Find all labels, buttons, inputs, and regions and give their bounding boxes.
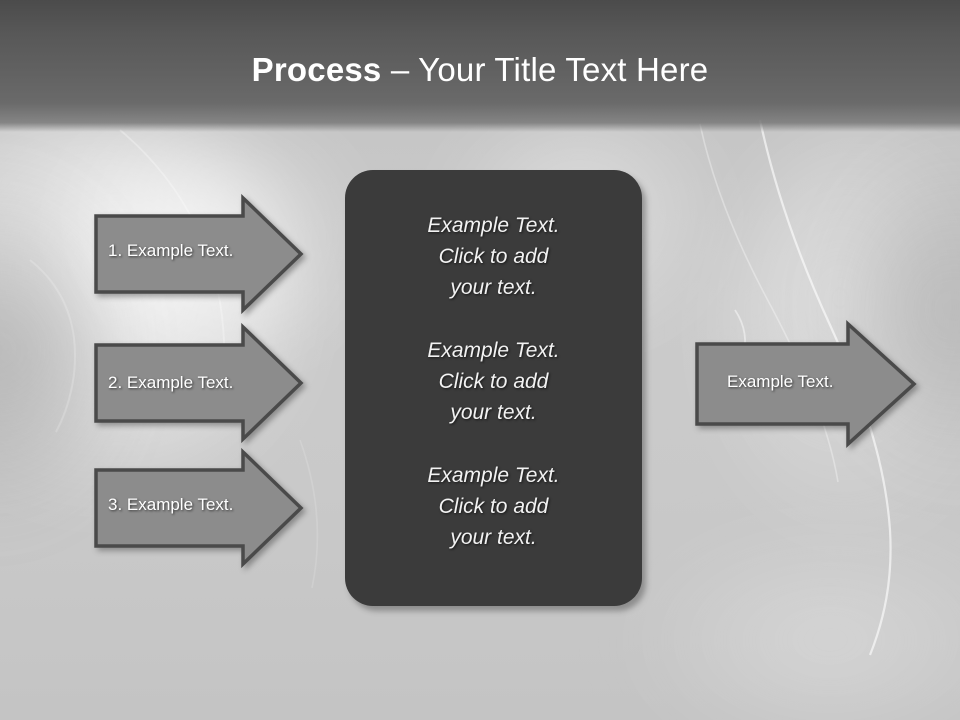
panel-block-3-line-1: Example Text. xyxy=(427,464,560,487)
panel-block-3-line-2: Click to add xyxy=(438,495,549,518)
input-arrow-1[interactable]: 1. Example Text. xyxy=(94,193,304,315)
page-title-regular: – Your Title Text Here xyxy=(381,51,709,88)
panel-block-2-line-2: Click to add xyxy=(438,370,549,393)
input-arrow-3[interactable]: 3. Example Text. xyxy=(94,447,304,569)
panel-block-1-line-2: Click to add xyxy=(438,245,549,268)
center-content-panel[interactable]: Example Text. Click to add your text. Ex… xyxy=(345,170,642,606)
panel-text-block-2: Example Text. Click to add your text. xyxy=(379,335,609,428)
panel-block-1-line-1: Example Text. xyxy=(427,214,560,237)
output-arrow[interactable]: Example Text. xyxy=(695,320,917,448)
page-title: Process – Your Title Text Here xyxy=(0,50,960,90)
panel-block-1-line-3: your text. xyxy=(450,276,537,299)
panel-block-2-line-3: your text. xyxy=(450,401,537,424)
panel-text-block-3: Example Text. Click to add your text. xyxy=(379,460,609,553)
panel-text-block-1: Example Text. Click to add your text. xyxy=(379,210,609,303)
panel-block-3-line-3: your text. xyxy=(450,526,537,549)
panel-block-2-line-1: Example Text. xyxy=(427,339,560,362)
page-title-bold: Process xyxy=(251,51,382,88)
title-band xyxy=(0,0,960,132)
input-arrow-2[interactable]: 2. Example Text. xyxy=(94,322,304,444)
